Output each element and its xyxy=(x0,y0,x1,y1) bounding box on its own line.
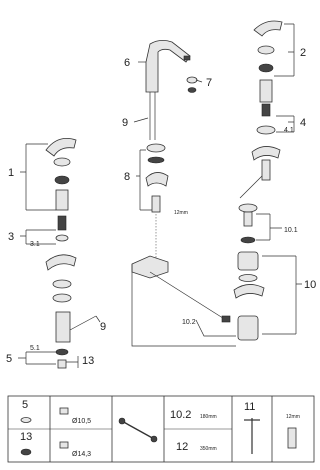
washer-5 xyxy=(55,348,69,356)
faucet-spout xyxy=(145,40,191,93)
callout-9-center: 9 xyxy=(122,117,128,129)
table-diameter-10-5: Ø10,5 xyxy=(72,418,91,425)
aerator-ring xyxy=(186,76,198,84)
callout-labels: 6 7 9 8 2 4 4.1 1 3 3.1 9 5 5.1 13 10.1 … xyxy=(6,47,316,367)
connector-hose-left xyxy=(69,315,97,331)
callout-5-1: 5.1 xyxy=(30,345,40,352)
table-nut-icon xyxy=(20,448,32,456)
spare-parts-table: 5 13 Ø10,5 Ø14,3 10.2 12 180mm 350mm 11 … xyxy=(7,395,315,463)
ring-right xyxy=(258,63,274,73)
table-item-5: 5 xyxy=(22,399,28,411)
callout-10: 10 xyxy=(304,279,316,291)
table-key-icon xyxy=(244,418,260,454)
table-washer-icon xyxy=(20,417,32,423)
callout-10-2: 10.2 xyxy=(182,319,196,326)
callout-4-1: 4.1 xyxy=(284,127,294,134)
callout-7: 7 xyxy=(206,77,212,89)
table-diameter-14-3: Ø14,3 xyxy=(72,451,91,458)
washer-8a xyxy=(146,143,166,153)
callout-1: 1 xyxy=(8,167,14,179)
drain-body xyxy=(237,251,259,271)
table-item-11: 11 xyxy=(244,401,255,413)
connector-hose-right xyxy=(239,175,263,199)
threaded-rod-8 xyxy=(151,195,161,213)
base-plate xyxy=(131,255,169,279)
drain-washer xyxy=(238,274,258,282)
table-item-13: 13 xyxy=(20,431,32,443)
ring-left xyxy=(54,175,70,185)
callout-8: 8 xyxy=(124,171,130,183)
washer-8b xyxy=(147,156,165,164)
callout-2: 2 xyxy=(300,47,306,59)
center-assembly xyxy=(131,40,231,323)
right-assembly xyxy=(239,20,283,199)
callout-10-1: 10.1 xyxy=(284,227,298,234)
valve-stem-right xyxy=(261,103,271,117)
washer-4 xyxy=(256,125,276,135)
table-fitting-icon-a xyxy=(59,407,69,415)
table-length-12mm: 12mm xyxy=(286,414,300,420)
lever-handle-right xyxy=(253,20,283,37)
cap-left xyxy=(53,157,71,167)
aerator-insert xyxy=(187,87,197,93)
table-rod-icon xyxy=(287,427,297,449)
callout-6: 6 xyxy=(124,57,130,69)
rod-clip xyxy=(221,315,231,323)
valve-stem-left xyxy=(57,215,67,231)
table-length-180mm: 180mm xyxy=(200,414,217,420)
drain-plug-cap xyxy=(238,203,258,213)
table-hose-icon xyxy=(118,417,158,443)
table-item-12: 12 xyxy=(176,441,188,453)
nut-right xyxy=(261,159,271,181)
threaded-shank-left xyxy=(55,311,71,343)
drain-clamp xyxy=(233,284,265,299)
clamp-right xyxy=(251,146,281,161)
callout-9-left: 9 xyxy=(100,321,106,333)
nut-left-b xyxy=(52,293,72,303)
cap-right xyxy=(257,45,275,55)
drain-plug-stem xyxy=(243,211,253,227)
dimension-12mm: 12mm xyxy=(174,210,188,216)
spout-tip xyxy=(183,55,191,61)
table-fitting-icon-b xyxy=(59,441,69,449)
washer-3 xyxy=(55,234,69,242)
table-length-350mm: 350mm xyxy=(200,446,217,452)
drain-assembly xyxy=(233,203,265,341)
callout-13: 13 xyxy=(82,355,94,367)
callout-3-1: 3.1 xyxy=(30,241,40,248)
drain-gasket xyxy=(240,236,256,244)
lever-handle-left xyxy=(45,137,77,157)
table-item-10-2: 10.2 xyxy=(170,409,191,421)
callout-3: 3 xyxy=(8,231,14,243)
left-assembly xyxy=(45,137,97,369)
drain-tailpiece xyxy=(237,315,259,341)
cartridge-left xyxy=(55,189,69,211)
cartridge-right xyxy=(259,79,273,103)
drain-rod xyxy=(149,271,227,321)
leader-lines xyxy=(18,23,302,368)
nut-13 xyxy=(57,359,67,369)
callout-5: 5 xyxy=(6,353,12,365)
clamp-left xyxy=(45,254,77,271)
callout-4: 4 xyxy=(300,117,306,129)
clamp-8 xyxy=(145,172,169,187)
nut-left-a xyxy=(52,279,72,289)
